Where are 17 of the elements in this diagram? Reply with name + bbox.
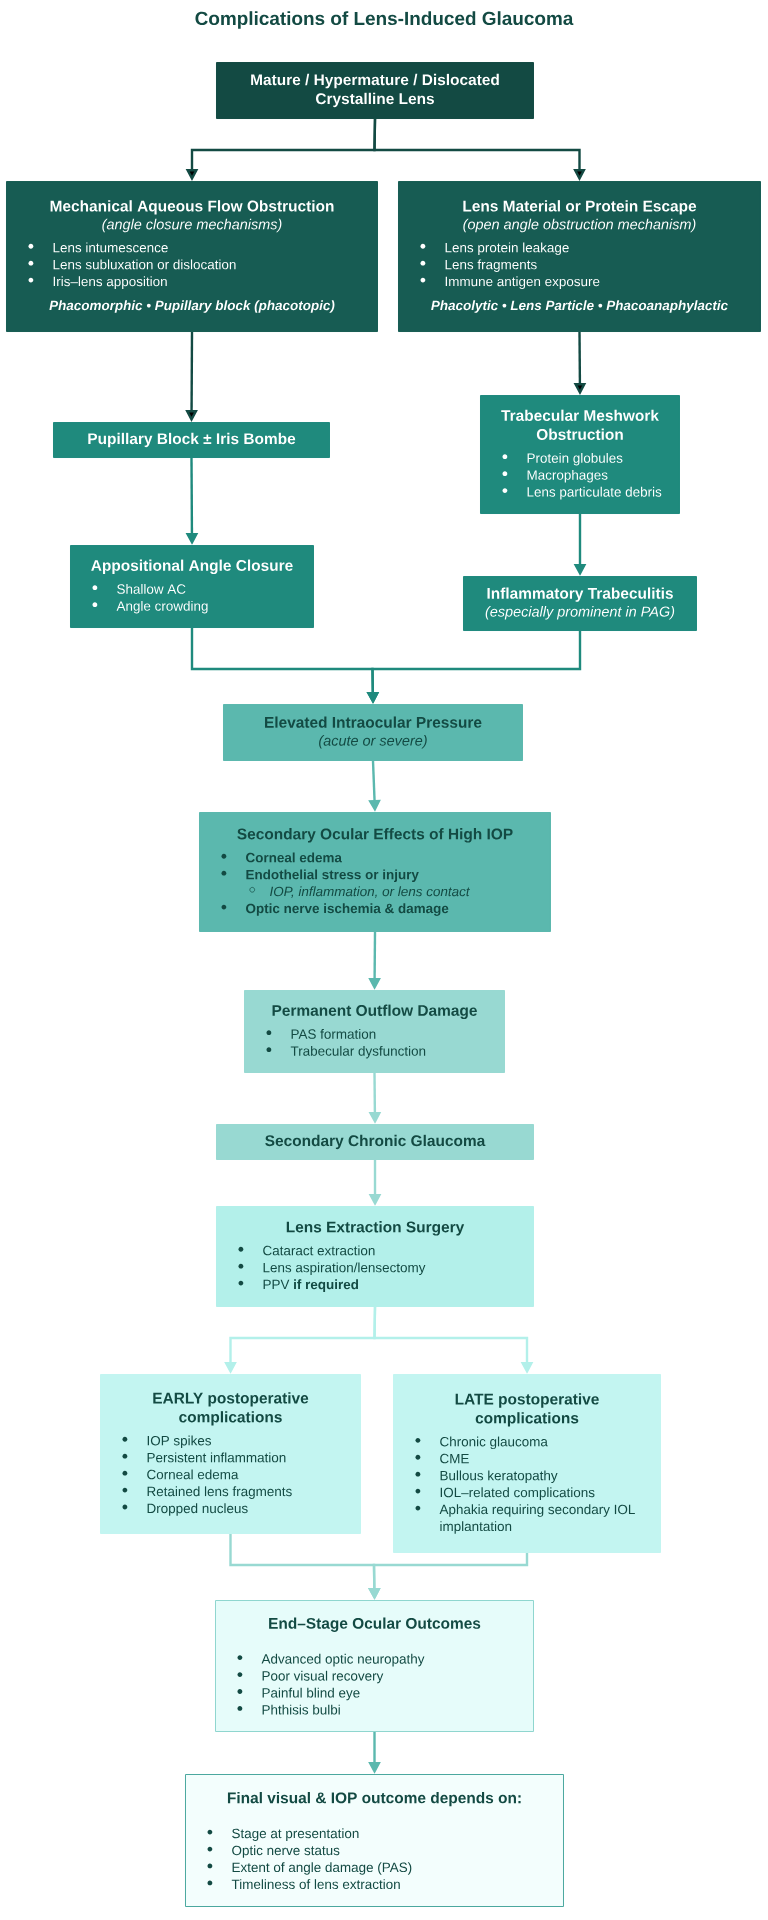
process-box: Elevated Intraocular Pressure (acute or severe) xyxy=(223,704,523,761)
process-box: Pupillary Block ± Iris Bombe xyxy=(53,422,330,458)
process-box: Appositional Angle Closure Shallow AC Angle crowding xyxy=(70,545,314,628)
title: Complications of Lens-Induced Glaucoma xyxy=(195,11,574,29)
process-box: Secondary Ocular Effects of High IOP Corneal edema Endothelial stress or injury IOP, inflammation, or lens contact Optic nerve ischemia & damage xyxy=(199,812,551,932)
process-box: Mature / Hypermature / Dislocated Crystalline Lens xyxy=(216,62,534,119)
process-box: EARLY postoperative complications IOP spikes Persistent inflammation Corneal edema Retained lens fragments Dropped nucleus xyxy=(100,1374,361,1534)
process-box: Final visual & IOP outcome depends on: Stage at presentation Optic nerve status Extent of angle damage (PAS) Timeliness of lens extraction xyxy=(185,1774,564,1907)
process-box: LATE postoperative complications Chronic glaucoma CME Bullous keratopathy IOL–related complications Aphakia requiring secondary IOL implantation xyxy=(393,1374,661,1553)
process-box: Mechanical Aqueous Flow Obstruction (angle closure mechanisms) Lens intumescence Lens subluxation or dislocation Iris–lens apposition Phacomorphic • Pupillary block (phacotopic) xyxy=(6,181,378,332)
process-box: Lens Material or Protein Escape (open angle obstruction mechanism) Lens protein leakage Lens fragments Immune antigen exposure Phacolytic • Lens Particle • Phacoanaphylactic xyxy=(398,181,761,332)
process-box: Secondary Chronic Glaucoma xyxy=(216,1124,534,1160)
process-box: End–Stage Ocular Outcomes Advanced optic neuropathy Poor visual recovery Painful blind eye Phthisis bulbi xyxy=(215,1600,534,1732)
process-box: Inflammatory Trabeculitis (especially prominent in PAG) xyxy=(463,576,697,631)
process-box: Permanent Outflow Damage PAS formation Trabecular dysfunction xyxy=(244,990,505,1073)
process-box: Lens Extraction Surgery Cataract extraction Lens aspiration/lensectomy PPV if required xyxy=(216,1206,534,1307)
process-box: Trabecular Meshwork Obstruction Protein globules Macrophages Lens particulate debris xyxy=(480,395,680,514)
